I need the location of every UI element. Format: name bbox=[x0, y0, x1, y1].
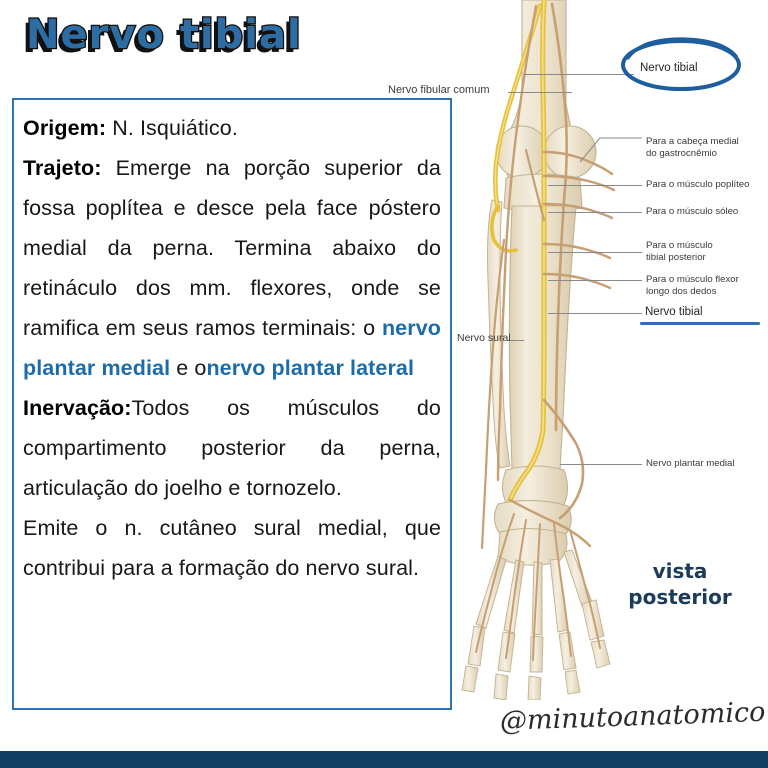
blue-circle-annotation bbox=[621, 37, 741, 91]
label-nervo-tibial-circled: Nervo tibial bbox=[640, 62, 698, 74]
inervacao-paragraph: Inervação:Todos os músculos do compartim… bbox=[23, 388, 441, 508]
label-nervo-tibial-underlined: Nervo tibial bbox=[645, 306, 703, 318]
leader-flexor-longo bbox=[548, 280, 642, 281]
label-nervo-fibular-comum: Nervo fibular comum bbox=[388, 84, 490, 96]
nervo-plantar-medial-highlight: nervo plantar medial bbox=[23, 316, 441, 380]
trajeto-text-2: e o bbox=[170, 356, 207, 380]
leader-nervo-fibular-comum bbox=[508, 92, 572, 93]
inervacao-text: Todos os músculos do compartimento poste… bbox=[23, 396, 441, 500]
label-musculo-popliteo: Para o músculo poplíteo bbox=[646, 179, 750, 190]
leader-soleo bbox=[548, 212, 642, 213]
label-nervo-plantar-medial: Nervo plantar medial bbox=[646, 458, 735, 469]
inervacao-label: Inervação: bbox=[23, 396, 132, 420]
page-title: Nervo tibial bbox=[25, 11, 302, 60]
origem-paragraph: Origem: N. Isquiático. bbox=[23, 108, 441, 148]
watermark-handle: @minutoanatomico bbox=[499, 696, 766, 737]
label-musculo-flexor-longo-dedos: Para o músculo flexor longo dos dedos bbox=[646, 274, 739, 297]
leader-nervo-sural bbox=[508, 340, 524, 341]
view-caption-line1: vista bbox=[652, 559, 708, 583]
blue-underline-annotation bbox=[640, 322, 760, 325]
leader-nervo-plantar-medial bbox=[560, 464, 642, 465]
label-musculo-soleo: Para o músculo sóleo bbox=[646, 206, 739, 217]
emite-text: Emite o n. cutâneo sural medial, que con… bbox=[23, 516, 441, 580]
leader-nervo-tibial-mid bbox=[548, 313, 642, 314]
trajeto-label: Trajeto: bbox=[23, 156, 102, 180]
anatomy-illustration bbox=[440, 0, 768, 700]
origem-label: Origem: bbox=[23, 116, 107, 140]
leader-gastrocnemio bbox=[579, 137, 642, 163]
leader-popliteo bbox=[548, 185, 642, 186]
leader-nervo-tibial-top bbox=[524, 74, 634, 75]
label-nervo-sural: Nervo sural bbox=[457, 332, 511, 344]
trajeto-text-1: Emerge na porção superior da fossa poplí… bbox=[23, 156, 441, 340]
footer-bar bbox=[0, 751, 768, 768]
nerve-group bbox=[475, 0, 616, 661]
emite-paragraph: Emite o n. cutâneo sural medial, que con… bbox=[23, 508, 441, 588]
nervo-plantar-lateral-highlight: nervo plantar lateral bbox=[206, 356, 415, 380]
label-cabeca-medial-gastrocnemio: Para a cabeça medial do gastrocnêmio bbox=[646, 136, 739, 159]
description-textbox: Origem: N. Isquiático. Trajeto: Emerge n… bbox=[12, 98, 452, 710]
view-caption: vista posterior bbox=[600, 558, 760, 610]
view-caption-line2: posterior bbox=[628, 585, 732, 609]
trajeto-paragraph: Trajeto: Emerge na porção superior da fo… bbox=[23, 148, 441, 388]
origem-text: N. Isquiático. bbox=[106, 116, 238, 140]
label-musculo-tibial-posterior: Para o músculo tibial posterior bbox=[646, 240, 713, 263]
leg-anatomy-svg bbox=[461, 0, 616, 700]
leader-tibial-posterior bbox=[548, 252, 642, 253]
